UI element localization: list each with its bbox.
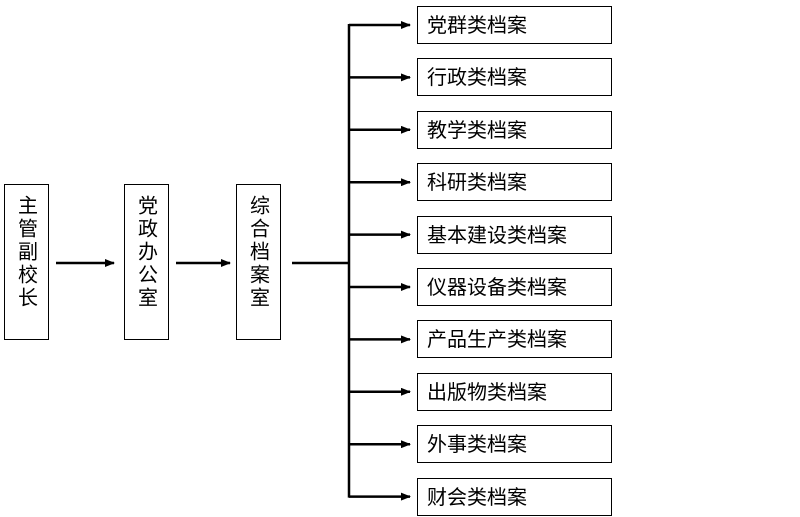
category-label: 出版物类档案 <box>427 379 547 404</box>
category-box-6: 仪器设备类档案 <box>417 268 612 306</box>
category-box-10: 财会类档案 <box>417 477 612 516</box>
category-label: 外事类档案 <box>427 432 527 457</box>
category-label: 基本建设类档案 <box>427 222 567 247</box>
category-label: 行政类档案 <box>427 65 527 90</box>
principal-label: 主管副校长 <box>14 195 39 310</box>
office-box: 党政办公室 <box>124 184 169 340</box>
category-label: 党群类档案 <box>427 13 527 37</box>
archive-box: 综合档案室 <box>236 184 281 340</box>
category-label: 财会类档案 <box>427 484 527 509</box>
category-box-7: 产品生产类档案 <box>417 320 612 359</box>
category-label: 仪器设备类档案 <box>427 275 567 299</box>
category-box-8: 出版物类档案 <box>417 372 612 411</box>
category-label: 产品生产类档案 <box>427 327 567 352</box>
category-box-1: 党群类档案 <box>417 6 612 44</box>
category-box-4: 科研类档案 <box>417 163 612 202</box>
category-box-5: 基本建设类档案 <box>417 215 612 254</box>
category-box-3: 教学类档案 <box>417 110 612 149</box>
category-box-9: 外事类档案 <box>417 425 612 464</box>
category-box-2: 行政类档案 <box>417 58 612 97</box>
category-label: 科研类档案 <box>427 170 527 195</box>
office-label: 党政办公室 <box>134 195 159 310</box>
category-label: 教学类档案 <box>427 117 527 142</box>
principal-box: 主管副校长 <box>4 184 49 340</box>
archive-label: 综合档案室 <box>246 195 271 310</box>
